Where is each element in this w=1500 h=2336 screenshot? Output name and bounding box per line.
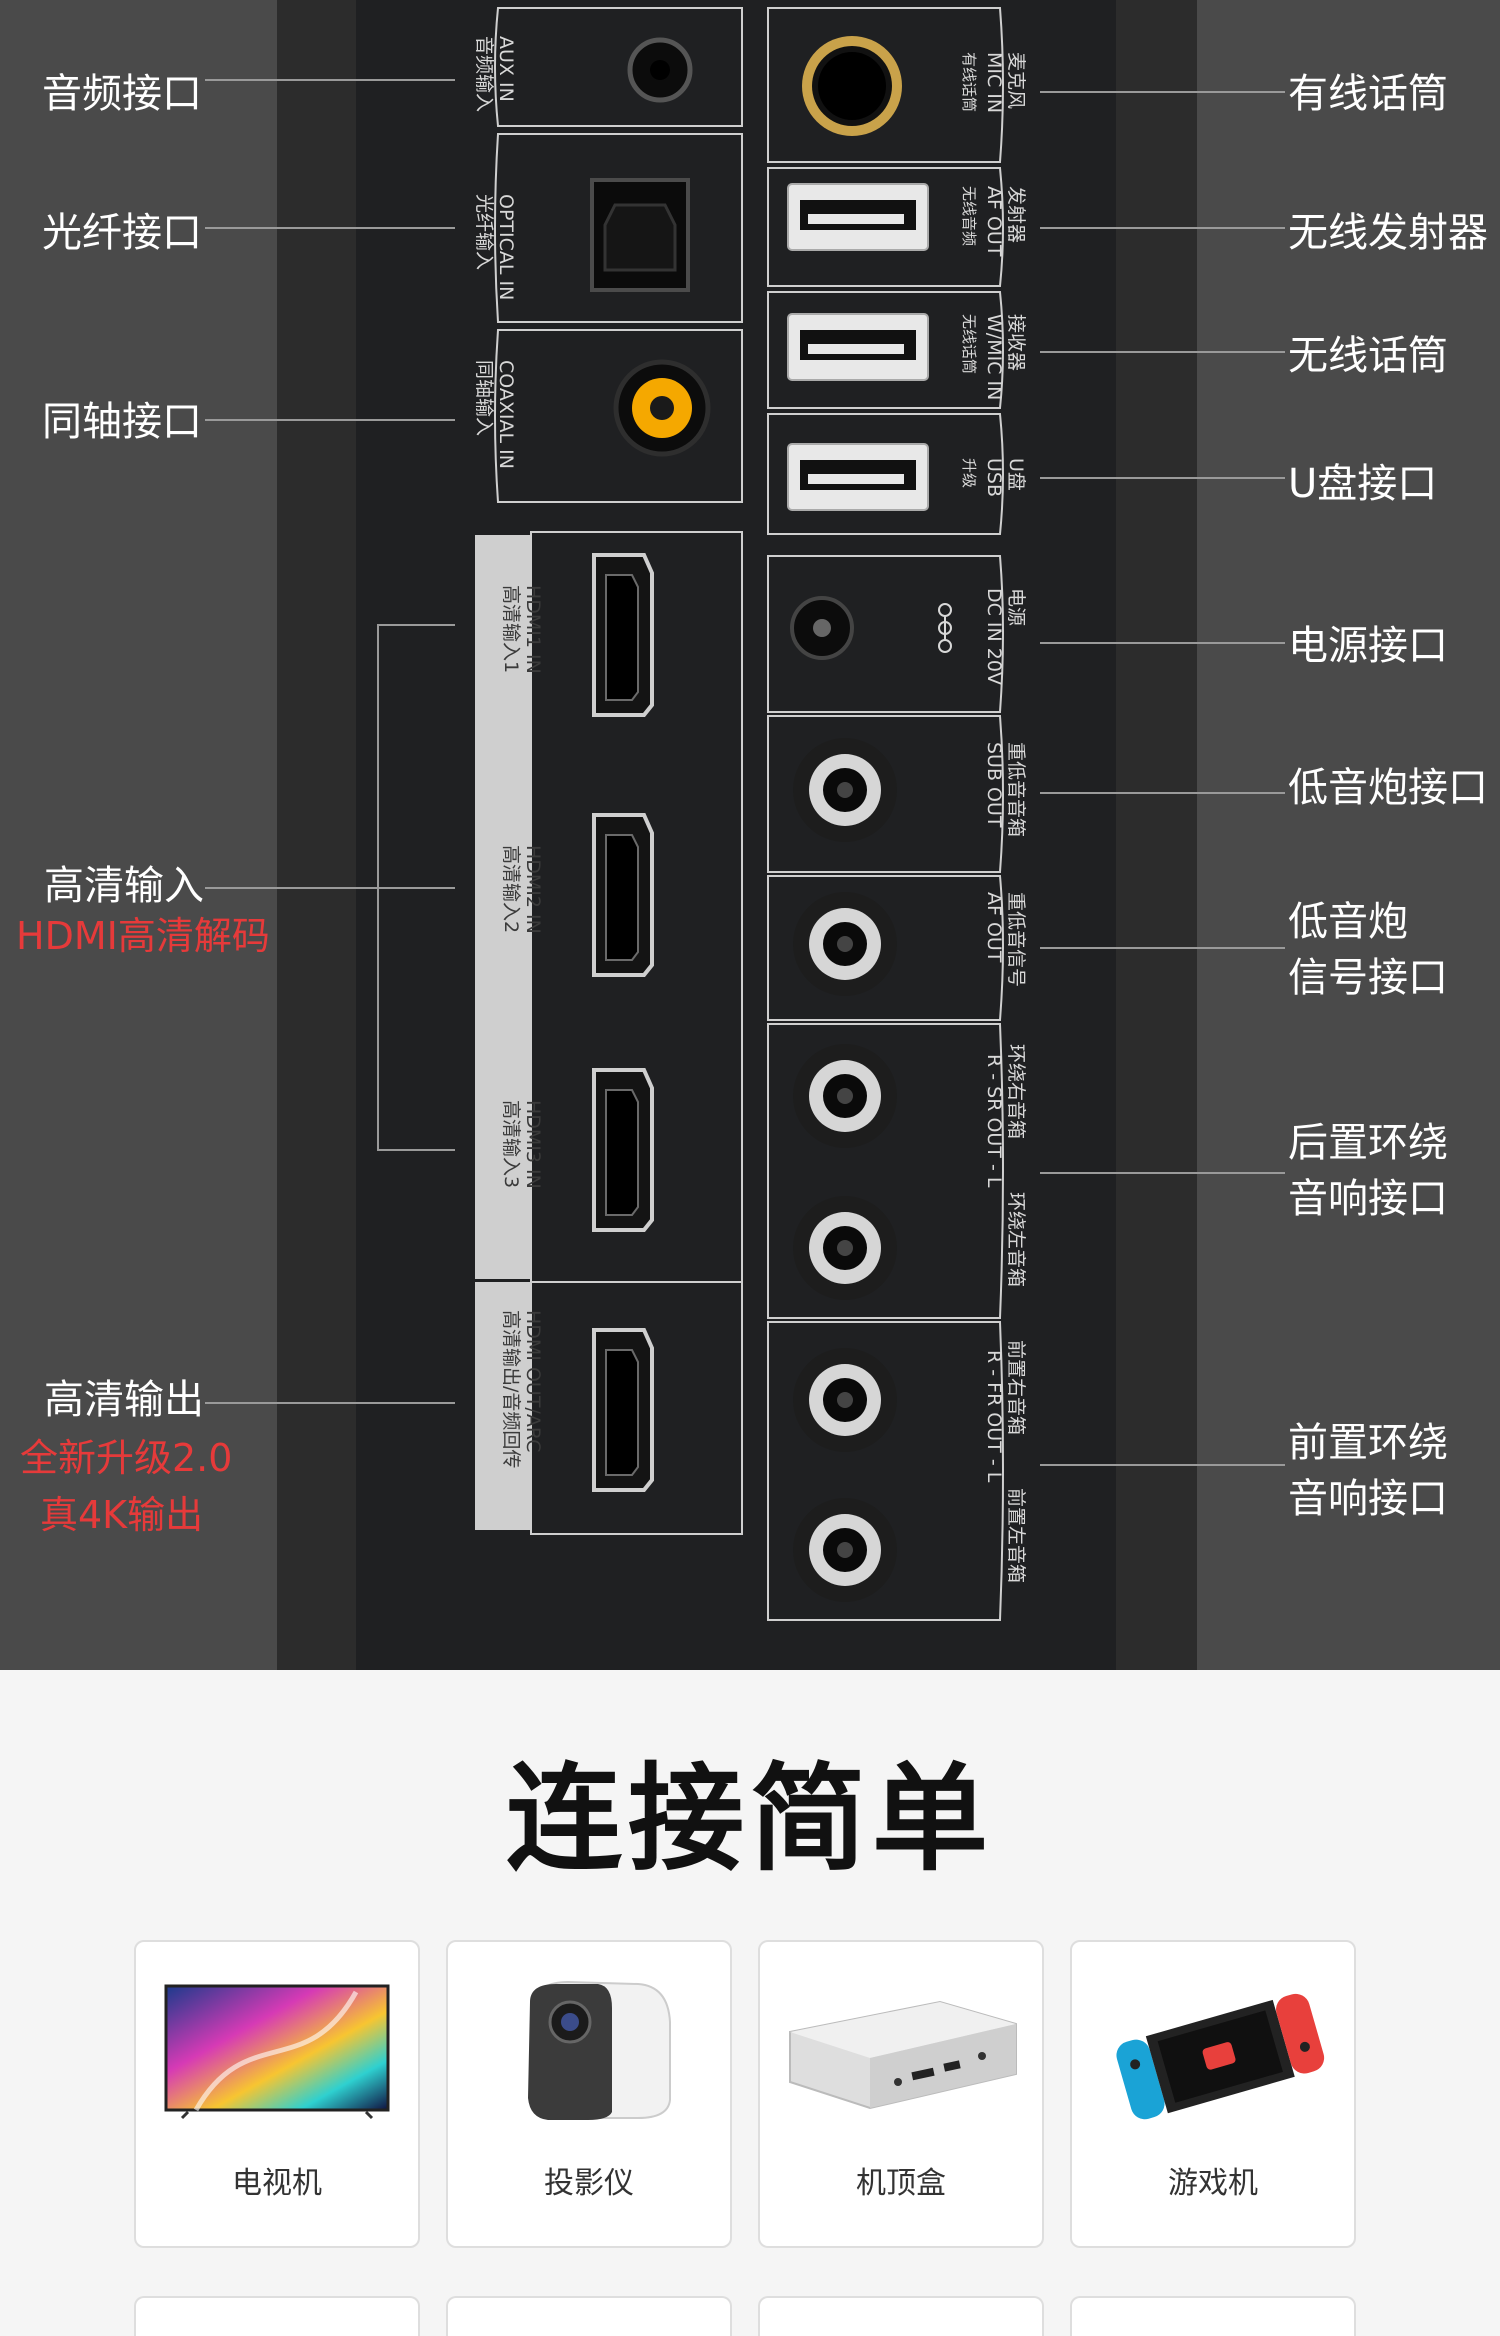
power-en-label: DC IN 20V	[983, 588, 1005, 685]
hdmi-out-annotation: 高清输出	[44, 1377, 204, 1423]
tv-icon	[164, 1984, 390, 2120]
ports-panel: 音频输入 AUX IN 光纤输入 OPTICAL IN 同轴输入 COAXIAL…	[473, 7, 1027, 1621]
section-title: 连接简单	[506, 1752, 994, 1887]
wireless-mic-port-block: 接收器 W/MIC IN 无线话筒	[767, 291, 1027, 409]
hdmi-in-strip	[475, 535, 531, 1279]
hdmi2-cn-label: 高清输入2	[500, 845, 522, 933]
front-port-block: 前置右音箱 R - FR OUT - L 前置左音箱	[767, 1321, 1027, 1621]
hdmi-out-strip	[475, 1282, 531, 1530]
coaxial-annotation: 同轴接口	[42, 399, 202, 445]
usb-port-block: U盘 USB 升级	[767, 413, 1027, 535]
coaxial-port-block: 同轴输入 COAXIAL IN	[473, 329, 743, 503]
hdmi-in-note: HDMI高清解码	[16, 914, 270, 958]
hdmi1-port: 高清输入1 HDMI1 IN	[500, 553, 654, 717]
aux-annotation: 音频接口	[42, 71, 202, 117]
usb-cn-label: U盘	[1005, 458, 1027, 491]
wireless-mic-sub-label: 无线话筒	[960, 314, 978, 374]
rear-annotation-1: 后置环绕	[1288, 1120, 1448, 1166]
mic-annotation: 有线话筒	[1288, 71, 1448, 117]
surround-left-label: 环绕左音箱	[1005, 1192, 1027, 1287]
aux-cn-label: 音频输入	[473, 36, 495, 112]
surround-port-block: 环绕右音箱 R - SR OUT - L 环绕左音箱	[767, 1023, 1027, 1319]
device-label: 电视机	[232, 2166, 322, 2201]
device-card-partial	[1070, 2296, 1356, 2336]
hdmi-out-port: 高清输出/音频回传 HDMI OUT/ARC	[500, 1310, 654, 1492]
hdmi3-cn-label: 高清输入3	[500, 1100, 522, 1188]
usb-sub-label: 升级	[960, 458, 978, 488]
sub-out-en-label: SUB OUT	[983, 742, 1005, 828]
aux-en-label: AUX IN	[495, 36, 517, 102]
device-label: 投影仪	[544, 2166, 634, 2201]
transmitter-sub-label: 无线音频	[960, 186, 978, 246]
mic-en-label: MIC IN	[983, 52, 1005, 113]
usb-annotation: U盘接口	[1288, 461, 1438, 507]
optical-annotation: 光纤接口	[42, 210, 202, 256]
aux-port-block: 音频输入 AUX IN	[473, 7, 743, 127]
power-annotation: 电源接口	[1288, 623, 1448, 669]
hdmi2-port: 高清输入2 HDMI2 IN	[500, 813, 654, 977]
device-label: 机顶盒	[856, 2166, 946, 2201]
coaxial-cn-label: 同轴输入	[473, 360, 495, 436]
ports-diagram: 音频输入 AUX IN 光纤输入 OPTICAL IN 同轴输入 COAXIAL…	[0, 0, 1500, 1670]
hdmi1-en-label: HDMI1 IN	[522, 585, 544, 674]
coaxial-en-label: COAXIAL IN	[495, 360, 517, 469]
sub-signal-en-label: AF OUT	[983, 892, 1005, 963]
mic-cn-label: 麦克风	[1005, 52, 1027, 109]
subwoofer-annotation: 低音炮接口	[1288, 765, 1488, 811]
transmitter-en-label: AF OUT	[983, 186, 1005, 257]
wireless-mic-annotation: 无线话筒	[1288, 333, 1448, 379]
hdmi1-cn-label: 高清输入1	[500, 585, 522, 673]
transmitter-port-block: 发射器 AF OUT 无线音频	[767, 167, 1027, 287]
surround-en-label: R - SR OUT - L	[983, 1054, 1005, 1188]
sub-signal-port-block: 重低音信号 AF OUT	[767, 875, 1027, 1021]
device-card-tv: 电视机	[134, 1940, 420, 2248]
front-right-label: 前置右音箱	[1005, 1340, 1027, 1435]
device-label: 游戏机	[1168, 2166, 1258, 2201]
hdmi3-port: 高清输入3 HDMI3 IN	[500, 1068, 654, 1232]
front-en-label: R - FR OUT - L	[983, 1350, 1005, 1483]
hdmi2-en-label: HDMI2 IN	[522, 845, 544, 934]
mic-sub-label: 有线话筒	[960, 52, 978, 112]
connect-section: 连接简单 电视机 投影仪	[0, 1670, 1500, 2336]
game-console-icon	[1116, 1993, 1325, 2120]
surround-right-label: 环绕右音箱	[1005, 1044, 1027, 1139]
sub-signal-annotation-2: 信号接口	[1288, 955, 1448, 1001]
optical-en-label: OPTICAL IN	[495, 194, 517, 300]
hdmi-out-note-1: 全新升级2.0	[20, 1436, 233, 1480]
front-annotation-1: 前置环绕	[1288, 1420, 1448, 1466]
hdmi-in-annotation: 高清输入	[44, 863, 204, 909]
sub-out-port-block: 重低音音箱 SUB OUT	[767, 715, 1027, 873]
set-top-box-icon	[789, 2000, 1017, 2110]
optical-cn-label: 光纤输入	[473, 194, 495, 270]
device-card-set-top-box: 机顶盒	[758, 1940, 1044, 2248]
hdmi-out-cn-label: 高清输出/音频回传	[500, 1310, 522, 1468]
hdmi-out-note-2: 真4K输出	[40, 1493, 204, 1537]
device-card-game-console: 游戏机	[1070, 1940, 1356, 2248]
device-card-partial	[134, 2296, 420, 2336]
transmitter-annotation: 无线发射器	[1288, 210, 1488, 256]
device-card-partial	[446, 2296, 732, 2336]
polarity-icon	[938, 603, 952, 653]
hdmi-out-en-label: HDMI OUT/ARC	[522, 1310, 544, 1452]
sub-signal-annotation-1: 低音炮	[1288, 899, 1408, 945]
usb-en-label: USB	[983, 458, 1005, 497]
device-card-projector: 投影仪	[446, 1940, 732, 2248]
front-left-label: 前置左音箱	[1005, 1488, 1027, 1583]
wireless-mic-en-label: W/MIC IN	[983, 314, 1005, 400]
wireless-mic-cn-label: 接收器	[1005, 314, 1027, 371]
device-card-partial	[758, 2296, 1044, 2336]
mic-port-block: 麦克风 MIC IN 有线话筒	[767, 7, 1027, 163]
rear-annotation-2: 音响接口	[1288, 1176, 1448, 1222]
hdmi3-en-label: HDMI3 IN	[522, 1100, 544, 1189]
sub-out-cn-label: 重低音音箱	[1005, 742, 1027, 837]
transmitter-cn-label: 发射器	[1005, 186, 1027, 243]
optical-port-block: 光纤输入 OPTICAL IN	[473, 133, 743, 323]
front-annotation-2: 音响接口	[1288, 1476, 1448, 1522]
projector-icon	[528, 1980, 671, 2120]
leader-lines	[205, 79, 1285, 1466]
power-port-block: 电源 DC IN 20V	[767, 555, 1027, 713]
sub-signal-cn-label: 重低音信号	[1005, 892, 1027, 987]
power-cn-label: 电源	[1005, 588, 1027, 626]
